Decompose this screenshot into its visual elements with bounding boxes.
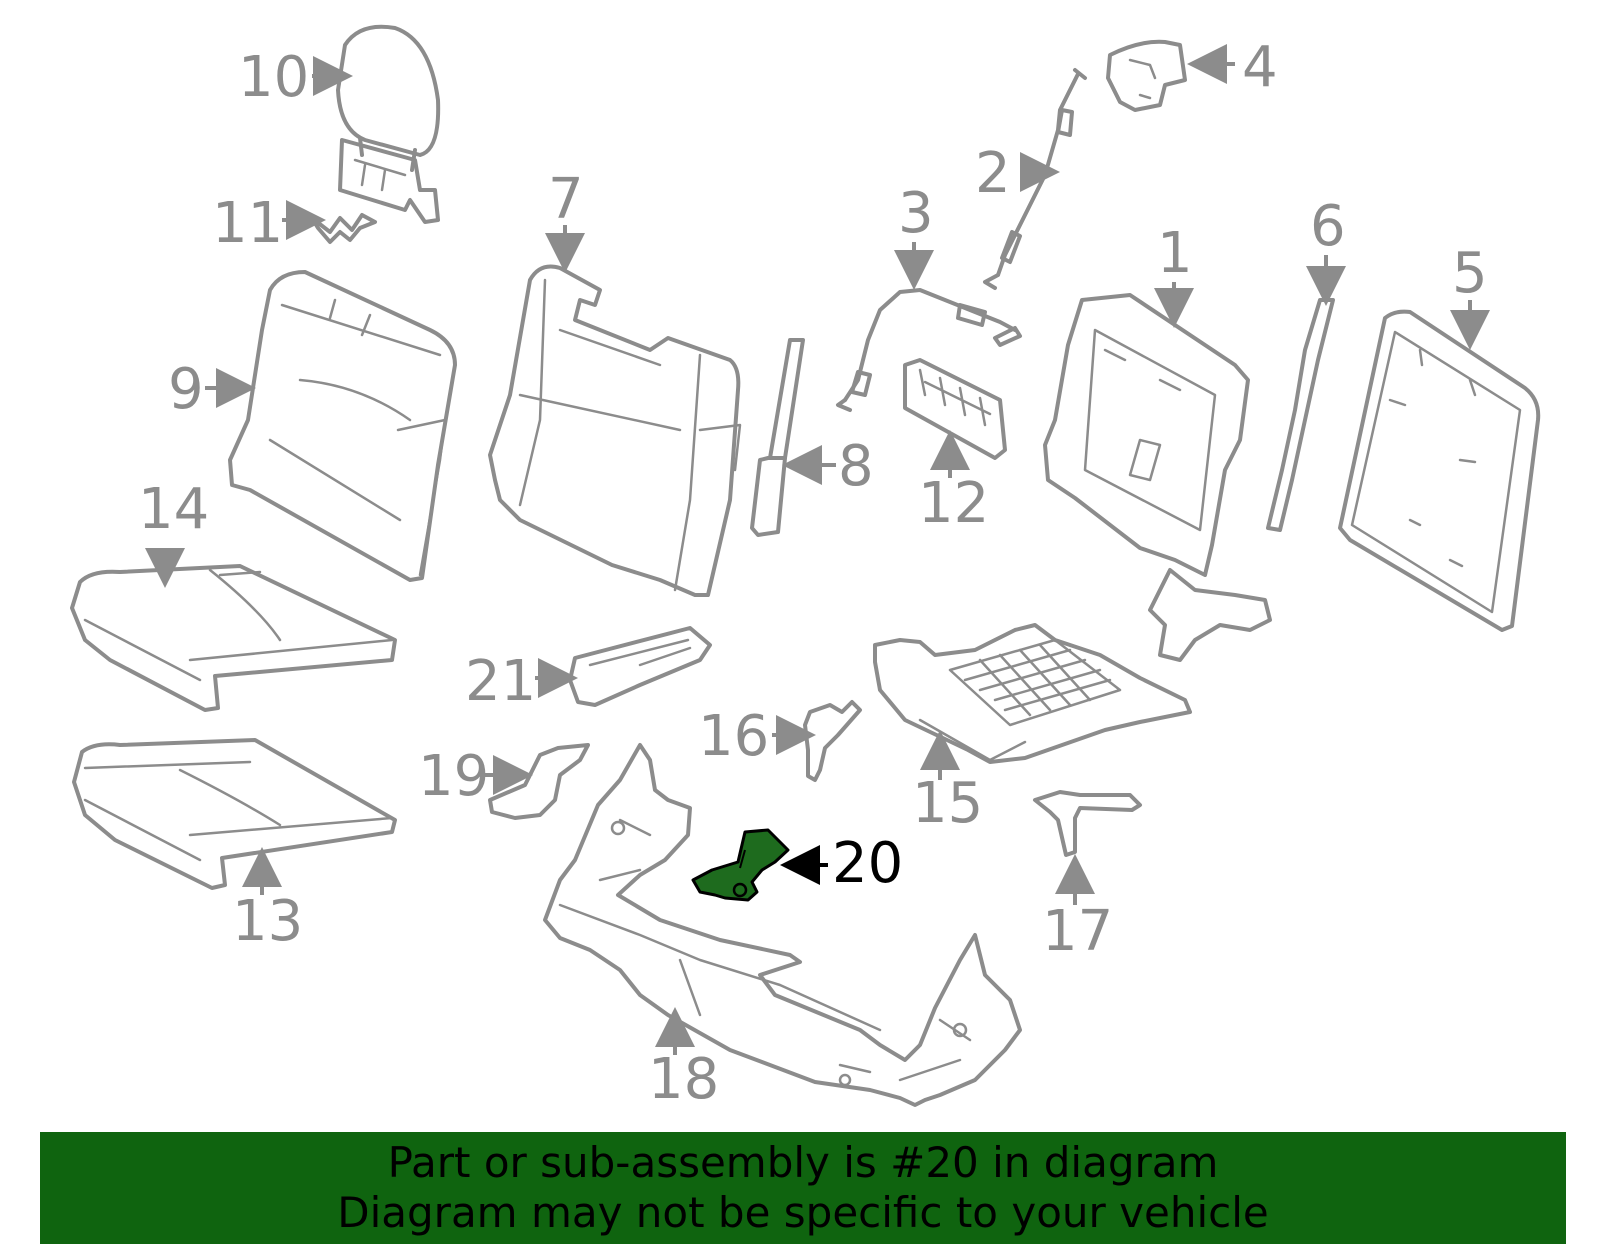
cover-21 [568, 626, 712, 707]
label-19: 19 [418, 744, 489, 809]
base-frame-18 [543, 743, 1022, 1107]
label-12: 12 [918, 471, 989, 536]
leader-arrows [145, 44, 1490, 1055]
label-14: 14 [138, 477, 209, 542]
label-5: 5 [1452, 241, 1488, 306]
label-21: 21 [465, 649, 536, 714]
cushion-13 [72, 738, 397, 890]
back-board-5 [1338, 309, 1541, 632]
cushion-cover-14 [70, 564, 397, 712]
label-3: 3 [898, 181, 934, 246]
pad-12 [903, 358, 1007, 460]
label-10: 10 [238, 45, 309, 110]
label-7: 7 [548, 167, 584, 232]
seatback-7 [488, 264, 742, 597]
label-1: 1 [1157, 221, 1193, 286]
cable-3 [836, 288, 1022, 412]
strip-6 [1266, 298, 1335, 532]
info-banner: Part or sub-assembly is #20 in diagram D… [40, 1132, 1566, 1244]
seat-frame-15 [873, 623, 1192, 764]
bracket-4 [1106, 39, 1187, 112]
label-11: 11 [212, 191, 283, 256]
headrest-10 [336, 24, 441, 224]
bracket-17 [1033, 790, 1142, 857]
label-2: 2 [975, 141, 1011, 206]
seatback-frame-1 [1043, 293, 1272, 662]
bracket-16 [803, 700, 862, 782]
bracket-19 [488, 743, 590, 820]
banner-line-1: Part or sub-assembly is #20 in diagram [387, 1138, 1219, 1187]
banner-line-2: Diagram may not be specific to your vehi… [337, 1188, 1269, 1237]
label-17: 17 [1042, 899, 1113, 964]
cable-2 [983, 68, 1087, 290]
rod-8 [750, 338, 805, 537]
label-6: 6 [1310, 194, 1346, 259]
label-18: 18 [648, 1047, 719, 1112]
label-8: 8 [838, 434, 874, 499]
label-9: 9 [168, 357, 204, 422]
label-16: 16 [698, 704, 769, 769]
label-13: 13 [232, 889, 303, 954]
seatback-cover-9 [228, 270, 457, 582]
clip-11 [310, 213, 377, 244]
highlighted-part-20 [691, 828, 790, 902]
label-20: 20 [832, 831, 903, 896]
label-4: 4 [1242, 35, 1278, 100]
label-15: 15 [912, 771, 983, 836]
